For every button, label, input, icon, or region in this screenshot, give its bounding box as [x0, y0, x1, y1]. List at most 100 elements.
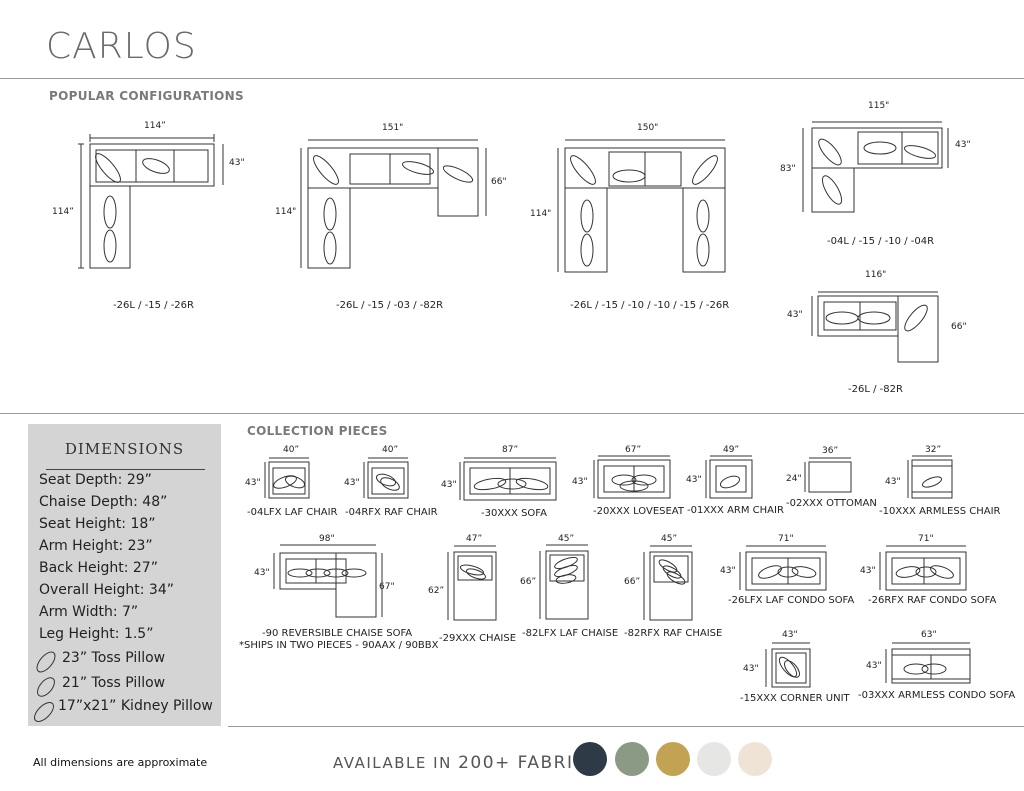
piece-12-label: -26RFX RAF CONDO SOFA [868, 595, 997, 606]
piece-3-depth: 43" [572, 477, 588, 487]
piece-8-depth: 62” [428, 586, 445, 596]
piece-5-width: 36” [822, 446, 839, 456]
piece-9-width: 45” [558, 534, 575, 544]
section-rule [0, 413, 1024, 414]
dimension-row: Arm Width: 7” [39, 604, 139, 620]
piece-6-label: -10XXX ARMLESS CHAIR [879, 506, 1001, 517]
toss-pillow-icon [36, 651, 56, 673]
config-5-label: -26L / -82R [848, 384, 903, 395]
piece-0-width: 40” [283, 445, 300, 455]
piece-8-label: -29XXX CHAISE [439, 633, 517, 644]
piece-12-depth: 43" [860, 566, 876, 576]
piece-11-label: -26LFX LAF CONDO SOFA [728, 595, 855, 606]
piece-1-width: 40” [382, 445, 399, 455]
piece-13-label: -15XXX CORNER UNIT [740, 693, 850, 704]
section-heading-popular: POPULAR CONFIGURATIONS [49, 89, 244, 103]
swatch-white[interactable] [697, 742, 731, 776]
piece-4-width: 49” [723, 445, 740, 455]
piece-4-label: -01XXX ARM CHAIR [687, 505, 784, 516]
piece-armless-chair [907, 455, 953, 499]
piece-corner-unit [765, 642, 811, 688]
config-diagram-2 [300, 139, 487, 269]
pillow-kidney: 17”x21” Kidney Pillow [58, 698, 213, 714]
piece-1-depth: 43" [344, 478, 360, 488]
swatch-sage[interactable] [615, 742, 649, 776]
piece-14-depth: 43" [866, 661, 882, 671]
pillow-21: 21” Toss Pillow [62, 675, 166, 691]
piece-2-width: 87” [502, 445, 519, 455]
config-5-width: 116" [865, 270, 887, 280]
piece-0-depth: 43" [245, 478, 261, 488]
dimension-row: Arm Height: 23” [39, 538, 153, 554]
dimensions-heading: DIMENSIONS [64, 440, 185, 458]
piece-raf-chair [363, 457, 409, 499]
piece-6-depth: 43" [885, 477, 901, 487]
config-diagram-1 [78, 134, 224, 269]
piece-10-width: 45” [661, 534, 678, 544]
piece-raf-condo-sofa [879, 545, 967, 591]
approximate-note: All dimensions are approximate [33, 756, 208, 769]
piece-2-label: -30XXX SOFA [481, 508, 547, 519]
piece-7-depth: 43" [254, 568, 270, 578]
config-2-depth: 66" [491, 177, 507, 187]
dimension-row: Seat Height: 18” [39, 516, 156, 532]
piece-6-width: 32” [925, 445, 942, 455]
piece-7-note: *SHIPS IN TWO PIECES - 90AAX / 90BBX [239, 640, 439, 651]
piece-8-width: 47” [466, 534, 483, 544]
piece-13-width: 43" [782, 630, 798, 640]
piece-2-depth: 43" [441, 480, 457, 490]
kidney-pillow-icon [34, 702, 54, 722]
pillow-23: 23” Toss Pillow [62, 650, 166, 666]
piece-1-label: -04RFX RAF CHAIR [345, 507, 438, 518]
config-4-width: 115" [868, 101, 890, 111]
config-diagram-3 [557, 139, 726, 273]
dimensions-panel: DIMENSIONS Seat Depth: 29” Chaise Depth:… [28, 424, 221, 726]
config-diagram-5 [811, 291, 939, 363]
piece-9-depth: 66” [520, 577, 537, 587]
config-2-width: 151" [382, 123, 404, 133]
piece-7-label: -90 REVERSIBLE CHAISE SOFA [262, 628, 413, 639]
config-3-label: -26L / -15 / -10 / -10 / -15 / -26R [570, 300, 730, 311]
config-1-depth: 43" [229, 158, 245, 168]
piece-12-width: 71" [918, 534, 934, 544]
config-5-height: 43" [787, 310, 803, 320]
piece-sofa [459, 457, 557, 501]
piece-armless-condo-sofa [885, 642, 971, 684]
config-4-height: 83" [780, 164, 796, 174]
piece-13-depth: 43" [743, 664, 759, 674]
piece-laf-condo-sofa [739, 545, 827, 591]
piece-laf-chaise [539, 544, 589, 620]
swatch-cream[interactable] [738, 742, 772, 776]
available-count: 200+ FABRICS [458, 753, 600, 773]
header-rule [0, 78, 1024, 79]
piece-10-depth: 66” [624, 577, 641, 587]
piece-3-label: -20XXX LOVESEAT [593, 506, 684, 517]
config-1-height: 114” [52, 207, 74, 217]
piece-arm-chair [705, 455, 753, 499]
piece-9-label: -82LFX LAF CHAISE [522, 628, 619, 639]
piece-3-width: 67” [625, 445, 642, 455]
footer-rule [228, 726, 1024, 727]
config-4-depth: 43" [955, 140, 971, 150]
section-heading-collection: COLLECTION PIECES [247, 424, 388, 438]
config-5-depth: 66" [951, 322, 967, 332]
dimension-row: Chaise Depth: 48” [39, 494, 168, 510]
config-1-width: 114” [144, 121, 166, 131]
piece-7-depth-2: 67" [379, 582, 395, 592]
piece-14-width: 63" [921, 630, 937, 640]
page-title: CARLOS [46, 26, 197, 67]
toss-pillow-icon [37, 677, 55, 697]
piece-11-width: 71" [778, 534, 794, 544]
piece-7-width: 98" [319, 534, 335, 544]
swatch-navy[interactable] [573, 742, 607, 776]
swatch-gold[interactable] [656, 742, 690, 776]
config-diagram-4 [802, 121, 949, 213]
piece-ottoman [804, 457, 852, 493]
piece-4-depth: 43" [686, 475, 702, 485]
piece-loveseat [593, 455, 671, 499]
piece-5-label: -02XXX OTTOMAN [786, 498, 877, 509]
config-2-label: -26L / -15 / -03 / -82R [336, 300, 444, 311]
piece-raf-chaise [643, 545, 693, 621]
config-3-height: 114" [530, 209, 552, 219]
piece-10-label: -82RFX RAF CHAISE [624, 628, 723, 639]
